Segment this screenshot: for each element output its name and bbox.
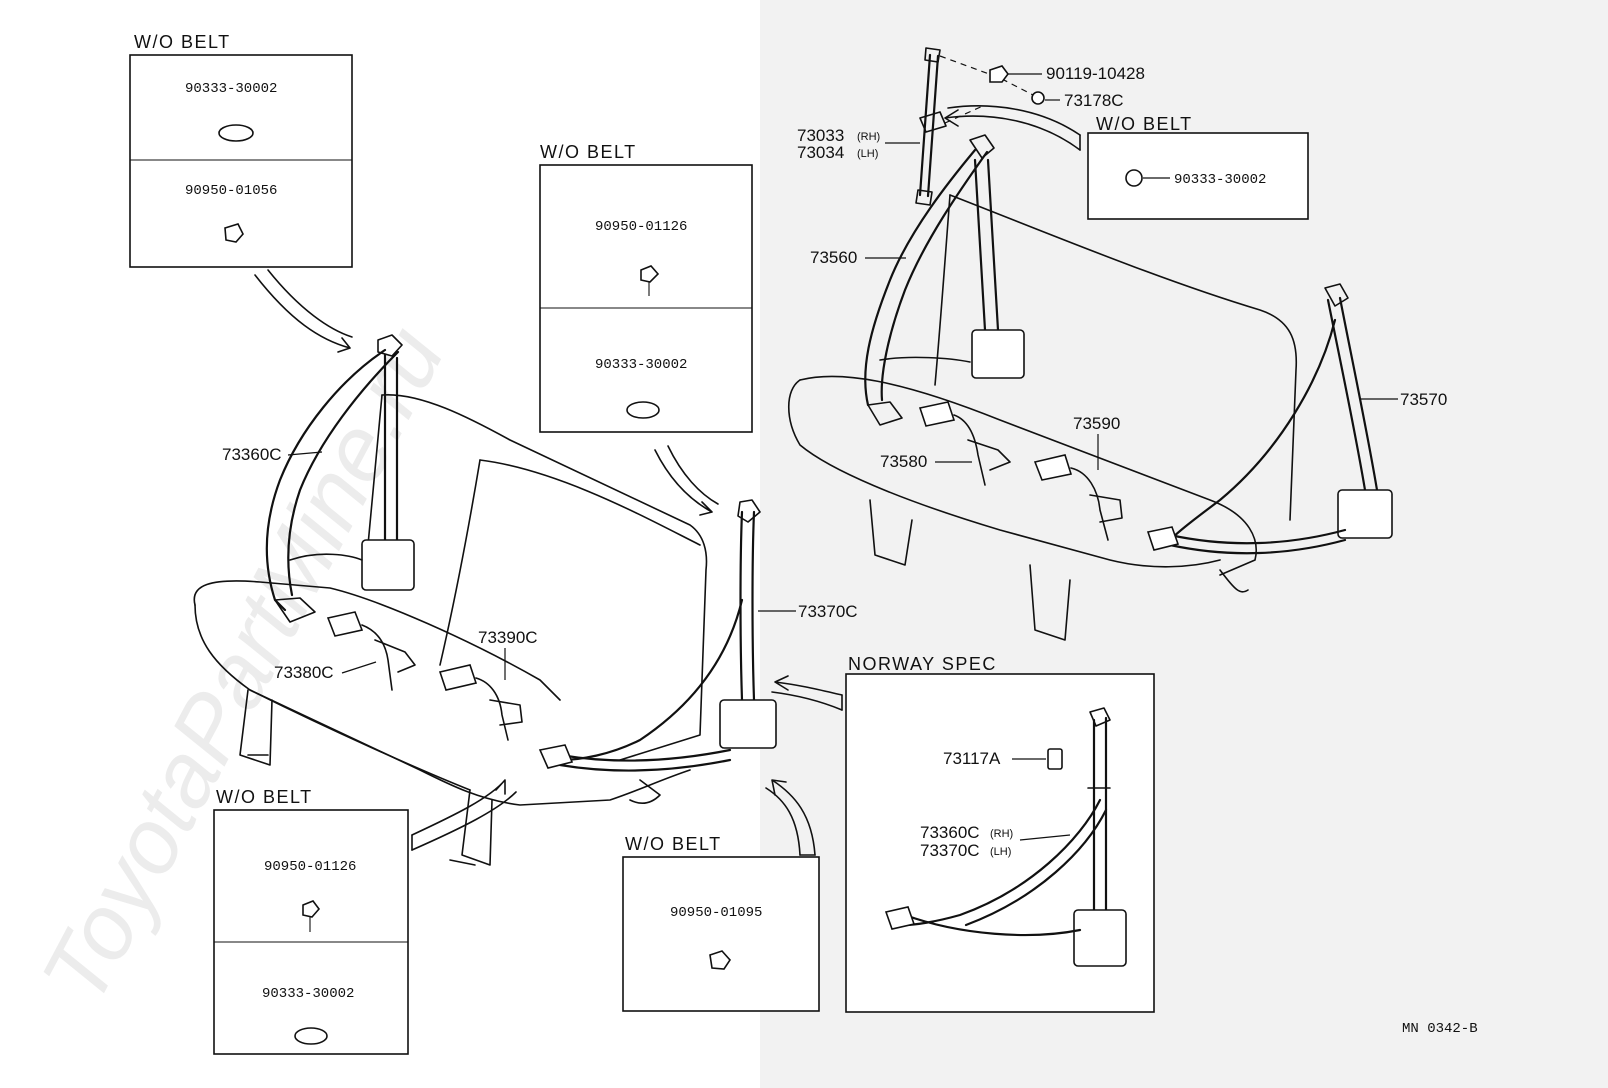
- callout-73570: 73570: [1400, 390, 1447, 409]
- callout-73360c: 73360C: [222, 445, 282, 464]
- bolt-icon: [640, 265, 660, 283]
- box-wo-belt-bottom-left: W/O BELT 90950-01126 90333-30002: [213, 787, 409, 1055]
- clip-icon: [224, 223, 244, 243]
- part-number: 90950-01095: [670, 905, 762, 921]
- hole-plug-icon: [1125, 169, 1143, 187]
- right-retractor: [719, 699, 777, 749]
- box-wo-belt-right: W/O BELT 90333-30002: [1087, 114, 1309, 220]
- box-wo-belt-center: W/O BELT 90950-01126 90333-30002: [539, 142, 753, 433]
- belt-guide-icon: [1047, 748, 1063, 770]
- side-label: (LH): [990, 846, 1011, 858]
- box-header: W/O BELT: [625, 834, 722, 854]
- rear-left-retractor: [971, 329, 1025, 379]
- anchor-bracket-73033: [915, 47, 1045, 206]
- buckle-73390c: [438, 664, 478, 691]
- tongue-73370c: [538, 744, 574, 769]
- callouts-left: 73360C 73380C 73390C 73370C: [222, 445, 858, 682]
- side-label: (RH): [990, 828, 1013, 840]
- bolt-90119-icon: [989, 65, 1009, 83]
- buckle-73580: [918, 401, 956, 427]
- callout-73390c: 73390C: [478, 628, 538, 647]
- part-number: 90333-30002: [262, 986, 354, 1002]
- hole-plug-icon: [294, 1027, 328, 1045]
- callout-73178c: 73178C: [1064, 91, 1124, 110]
- box-wo-belt-top-left: W/O BELT 90333-30002 90950-01056: [129, 32, 353, 268]
- side-label: (RH): [857, 131, 880, 143]
- norway-retractor: [1073, 909, 1127, 967]
- box-header: W/O BELT: [540, 142, 637, 162]
- callout-73380c: 73380C: [274, 663, 334, 682]
- callout-73590: 73590: [1073, 414, 1120, 433]
- left-seat-assembly: [193, 334, 777, 866]
- box-header: W/O BELT: [1096, 114, 1193, 134]
- callout-73580: 73580: [880, 452, 927, 471]
- norway-tongue: [884, 906, 916, 930]
- buckle-73590: [1033, 454, 1073, 481]
- callout-73033: 73033: [797, 126, 844, 145]
- part-number: 90333-30002: [185, 81, 277, 97]
- diagram-code: MN 0342-B: [1402, 1021, 1478, 1037]
- callout-73034: 73034: [797, 143, 844, 162]
- pointer-arrows: [254, 105, 1081, 856]
- left-retractor: [361, 539, 415, 591]
- buckle-73380c: [326, 611, 364, 637]
- hole-plug-icon: [218, 124, 254, 142]
- part-number: 73370C: [920, 841, 980, 860]
- hole-plug-icon: [626, 401, 660, 419]
- clip-icon: [709, 950, 732, 970]
- box-header: W/O BELT: [216, 787, 313, 807]
- tongue-73570: [1146, 526, 1180, 551]
- callout-90119-10428: 90119-10428: [1046, 64, 1145, 83]
- box-header: W/O BELT: [134, 32, 231, 52]
- box-norway-spec: NORWAY SPEC 73117A 73360C (RH) 73370C (L…: [845, 654, 1155, 1013]
- nut-73178c-icon: [1031, 91, 1045, 105]
- part-number: 90950-01126: [595, 219, 687, 235]
- part-number: 73360C: [920, 823, 980, 842]
- part-number: 90950-01126: [264, 859, 356, 875]
- rear-right-retractor: [1337, 489, 1393, 539]
- part-number: 90333-30002: [595, 357, 687, 373]
- right-seat-assembly: [788, 134, 1393, 641]
- callout-73370c: 73370C: [798, 602, 858, 621]
- box-wo-belt-bottom-center: W/O BELT 90950-01095: [622, 834, 820, 1012]
- part-number: 73117A: [943, 749, 1001, 768]
- box-header: NORWAY SPEC: [848, 654, 997, 674]
- callouts-right: 73560 73580 73590 73570 90119-10428 7317…: [797, 64, 1447, 471]
- part-number: 90950-01056: [185, 183, 277, 199]
- callout-73560: 73560: [810, 248, 857, 267]
- part-number: 90333-30002: [1174, 172, 1266, 188]
- side-label: (LH): [857, 148, 878, 160]
- bolt-icon: [302, 900, 321, 918]
